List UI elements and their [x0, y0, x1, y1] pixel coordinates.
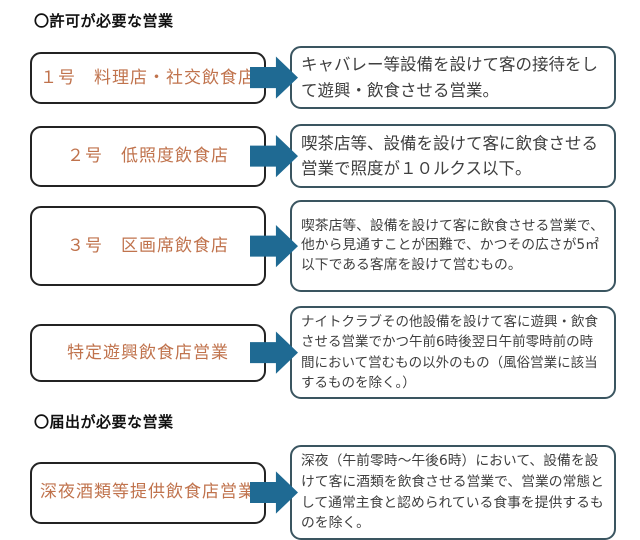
- category-label: ３号 区画席飲食店: [67, 236, 229, 257]
- description-text: 喫茶店等、設備を設けて客に飲食させる営業で照度が１０ルクス以下。: [301, 133, 598, 179]
- description-box-no2: 喫茶店等、設備を設けて客に飲食させる営業で照度が１０ルクス以下。: [290, 124, 616, 189]
- business-permit-diagram: 〇許可が必要な営業 １号 料理店・社交飲食店 キャバレー等設備を設けて客の接待を…: [30, 12, 640, 540]
- description-box-no1: キャバレー等設備を設けて客の接待をして遊興・飲食させる営業。: [290, 46, 616, 110]
- category-box-tokutei-yukyo: 特定遊興飲食店営業: [30, 323, 266, 382]
- description-text: 深夜（午前零時～午後6時）において、設備を設けて客に酒類を飲食させる営業で、営業…: [301, 453, 604, 532]
- description-box-no3: 喫茶店等、設備を設けて客に飲食させる営業で、他から見通すことが困難で、かつその広…: [290, 200, 616, 293]
- category-label: 特定遊興飲食店営業: [67, 342, 229, 363]
- category-box-no1: １号 料理店・社交飲食店: [30, 51, 266, 104]
- category-box-no2: ２号 低照度飲食店: [30, 125, 266, 187]
- diagram-row-4: 特定遊興飲食店営業 ナイトクラブその他設備を設けて客に遊興・飲食させる営業でかつ…: [30, 306, 640, 400]
- diagram-row-3: ３号 区画席飲食店 喫茶店等、設備を設けて客に飲食させる営業で、他から見通すこと…: [30, 200, 640, 293]
- section-title-permit-required: 〇許可が必要な営業: [34, 12, 174, 30]
- description-box-tokutei-yukyo: ナイトクラブその他設備を設けて客に遊興・飲食させる営業でかつ午前6時後翌日午前零…: [290, 306, 616, 400]
- description-box-shinya-sakerui: 深夜（午前零時～午後6時）において、設備を設けて客に酒類を飲食させる営業で、営業…: [290, 445, 616, 540]
- diagram-row-5: 深夜酒類等提供飲食店営業 深夜（午前零時～午後6時）において、設備を設けて客に酒…: [30, 445, 640, 540]
- category-box-shinya-sakerui: 深夜酒類等提供飲食店営業: [30, 461, 266, 524]
- diagram-row-1: １号 料理店・社交飲食店 キャバレー等設備を設けて客の接待をして遊興・飲食させる…: [30, 46, 640, 110]
- category-label: ２号 低照度飲食店: [67, 146, 229, 167]
- diagram-row-2: ２号 低照度飲食店 喫茶店等、設備を設けて客に飲食させる営業で照度が１０ルクス以…: [30, 124, 640, 189]
- description-text: 喫茶店等、設備を設けて客に飲食させる営業で、他から見通すことが困難で、かつその広…: [301, 217, 604, 273]
- description-text: キャバレー等設備を設けて客の接待をして遊興・飲食させる営業。: [301, 55, 598, 100]
- category-label: 深夜酒類等提供飲食店営業: [40, 482, 256, 503]
- category-label: １号 料理店・社交飲食店: [40, 67, 256, 88]
- description-text: ナイトクラブその他設備を設けて客に遊興・飲食させる営業でかつ午前6時後翌日午前零…: [301, 314, 598, 391]
- category-box-no3: ３号 区画席飲食店: [30, 206, 266, 287]
- section-title-notification-required: 〇届出が必要な営業: [34, 413, 174, 432]
